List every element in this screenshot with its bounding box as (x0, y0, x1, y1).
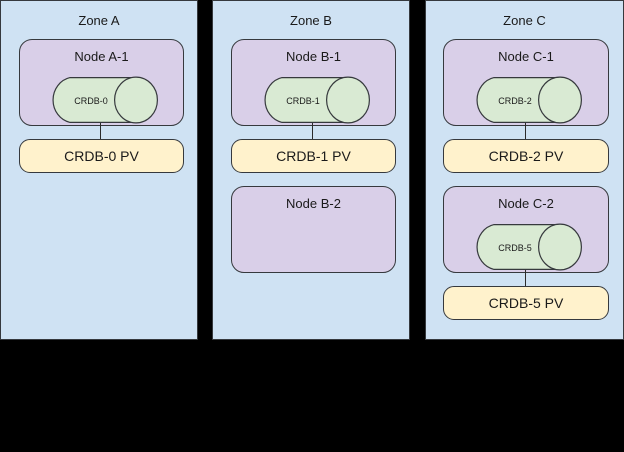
node-box-a-1[interactable]: Node A-1 CRDB-0 (19, 39, 184, 126)
pod-cylinder-crdb-2[interactable]: CRDB-2 (472, 76, 582, 124)
connector-node-c-1-to-pv (525, 123, 526, 140)
pv-label-crdb-1-pv: CRDB-1 PV (276, 148, 351, 164)
pv-label-crdb-0-pv: CRDB-0 PV (64, 148, 139, 164)
node-label-a-1: Node A-1 (74, 49, 129, 64)
pod-cylinder-crdb-5[interactable]: CRDB-5 (472, 223, 582, 271)
connector-node-a-1-to-pv (100, 123, 101, 140)
zone-label-a: Zone A (78, 13, 120, 28)
pv-label-crdb-2-pv: CRDB-2 PV (488, 148, 564, 164)
pv-box-crdb-5-pv[interactable]: CRDB-5 PV (443, 286, 609, 320)
node-box-c-1[interactable]: Node C-1 CRDB-2 (443, 39, 609, 126)
node-box-b-2[interactable]: Node B-2 (231, 186, 396, 273)
pv-box-crdb-1-pv[interactable]: CRDB-1 PV (231, 139, 396, 173)
node-label-b-2: Node B-2 (286, 196, 341, 211)
pv-box-crdb-0-pv[interactable]: CRDB-0 PV (19, 139, 184, 173)
connector-node-b-1-to-pv (312, 123, 313, 140)
pv-label-crdb-5-pv: CRDB-5 PV (488, 295, 564, 311)
node-label-c-1: Node C-1 (498, 49, 554, 64)
zone-label-b: Zone B (290, 13, 332, 28)
pod-cylinder-crdb-0[interactable]: CRDB-0 (48, 76, 158, 124)
connector-node-c-2-to-pv (525, 270, 526, 287)
zone-label-c: Zone C (503, 13, 546, 28)
pod-cylinder-crdb-1[interactable]: CRDB-1 (260, 76, 370, 124)
node-label-b-1: Node B-1 (286, 49, 341, 64)
node-box-b-1[interactable]: Node B-1 CRDB-1 (231, 39, 396, 126)
node-box-c-2[interactable]: Node C-2 CRDB-5 (443, 186, 609, 273)
node-label-c-2: Node C-2 (498, 196, 554, 211)
zone-panel-a[interactable]: Zone A Node A-1 CRDB-0 CRDB-0 PV (0, 0, 198, 340)
zone-panel-b[interactable]: Zone B Node B-1 CRDB-1 CRDB-1 PV Node B-… (212, 0, 410, 340)
pv-box-crdb-2-pv[interactable]: CRDB-2 PV (443, 139, 609, 173)
zone-panel-c[interactable]: Zone C Node C-1 CRDB-2 CRDB-2 PV Node C-… (425, 0, 624, 340)
